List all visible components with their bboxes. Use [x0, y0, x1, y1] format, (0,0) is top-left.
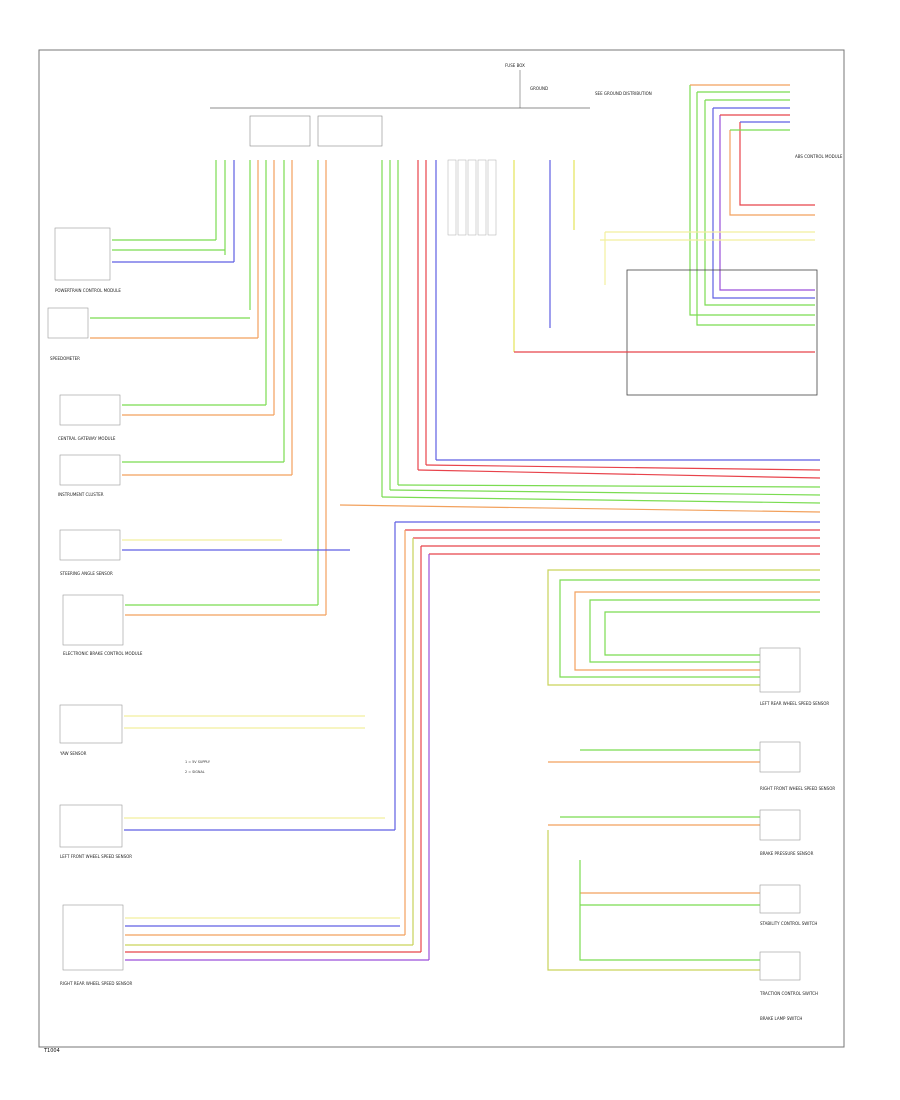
component-box — [59, 454, 121, 486]
diagram-frame — [38, 49, 845, 1048]
component-label-2: SPEEDOMETER — [50, 356, 80, 361]
component-box — [59, 394, 121, 426]
component-label-r3: RIGHT FRONT WHEEL SPEED SENSOR — [760, 786, 835, 791]
component-label-7: YAW SENSOR — [59, 751, 87, 756]
component-box — [59, 804, 123, 848]
left-components: POWERTRAIN CONTROL MODULE SPEEDOMETER CE… — [47, 227, 429, 986]
component-label-3: CENTRAL GATEWAY MODULE — [58, 436, 116, 441]
component-box — [59, 529, 121, 561]
component-box — [54, 227, 111, 281]
top-bus: FUSE BOX SEE GROUND DISTRIBUTION GROUND — [210, 63, 652, 147]
component-label-r7: BRAKE LAMP SWITCH — [760, 1016, 802, 1021]
component-label-1: POWERTRAIN CONTROL MODULE — [55, 288, 121, 293]
ground-label: GROUND — [530, 86, 548, 91]
diagram-footer-label: T1004 — [43, 1048, 60, 1054]
component-label-5: STEERING ANGLE SENSOR — [60, 571, 113, 576]
component-label-r4: BRAKE PRESSURE SENSOR — [760, 851, 814, 856]
component-label-r1: ABS CONTROL MODULE — [795, 154, 843, 159]
legend-line-2: 2 = SIGNAL — [185, 770, 205, 774]
component-box — [62, 594, 124, 646]
right-bottom-sensors: LEFT REAR WHEEL SPEED SENSOR RIGHT FRONT… — [547, 569, 835, 1021]
component-label-9: RIGHT REAR WHEEL SPEED SENSOR — [60, 981, 132, 986]
vertical-wire-bundle — [215, 160, 575, 615]
horizontal-wire-bus — [339, 459, 821, 960]
component-label-r2: LEFT REAR WHEEL SPEED SENSOR — [760, 701, 829, 706]
component-box — [47, 307, 89, 339]
ground-note: SEE GROUND DISTRIBUTION — [595, 91, 652, 96]
component-label-6: ELECTRONIC BRAKE CONTROL MODULE — [63, 651, 143, 656]
top-connector-stubs — [447, 159, 497, 236]
component-label-r6: TRACTION CONTROL SWITCH — [759, 991, 818, 996]
fuse-box-header: FUSE BOX — [505, 63, 525, 68]
component-label-8: LEFT FRONT WHEEL SPEED SENSOR — [60, 854, 132, 859]
legend-line-1: 1 = 5V SUPPLY — [185, 760, 211, 764]
component-box — [62, 904, 124, 971]
component-label-r5: STABILITY CONTROL SWITCH — [760, 921, 817, 926]
component-box — [59, 704, 123, 744]
component-label-4: INSTRUMENT CLUSTER — [58, 492, 104, 497]
right-top-module: ABS CONTROL MODULE — [514, 84, 843, 396]
